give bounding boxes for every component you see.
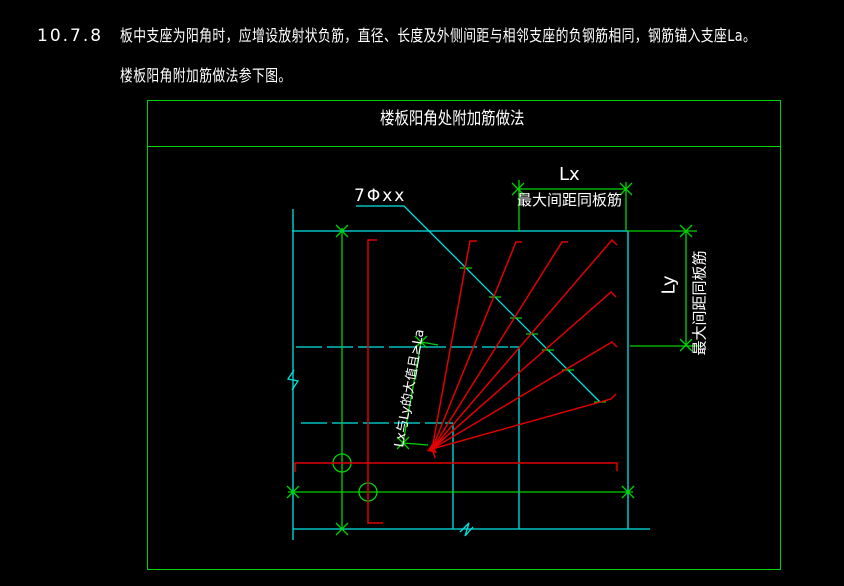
radial-bars — [431, 238, 618, 450]
break-mark-left — [286, 369, 300, 391]
lx-note-label: 最大间距同板筋 — [517, 191, 623, 209]
axis-tick-marks — [286, 224, 635, 536]
spec-text-line1: 板中支座为阳角时，应增设放射状负筋，直径、长度及外侧间距与相邻支座的负钢筋相同，… — [120, 26, 757, 45]
figure-frame — [147, 100, 781, 570]
title-divider — [147, 146, 781, 147]
bar-count-label: 7Φxx — [354, 186, 407, 206]
slab-outline — [292, 209, 650, 540]
radial-origin-tick — [432, 450, 436, 459]
lx-label: Lx — [559, 164, 580, 185]
break-mark-bottom — [459, 522, 474, 537]
clause-number: 10.7.8 — [37, 26, 104, 46]
spec-text-line2: 楼板阳角附加筋做法参下图。 — [120, 66, 292, 85]
dimension-tick-marks — [396, 182, 693, 450]
figure-title: 楼板阳角处附加筋做法 — [380, 109, 525, 129]
support-bar-horizontal — [294, 462, 618, 472]
ly-label: Ly — [658, 275, 680, 295]
wall-face-corners — [445, 346, 520, 529]
support-bar-vertical — [367, 239, 383, 524]
radial-length-dimension — [402, 341, 439, 446]
radial-origin-mark — [427, 444, 437, 453]
ly-note-label: 最大间距同板筋 — [690, 250, 709, 356]
callout-leader-line — [356, 205, 601, 403]
